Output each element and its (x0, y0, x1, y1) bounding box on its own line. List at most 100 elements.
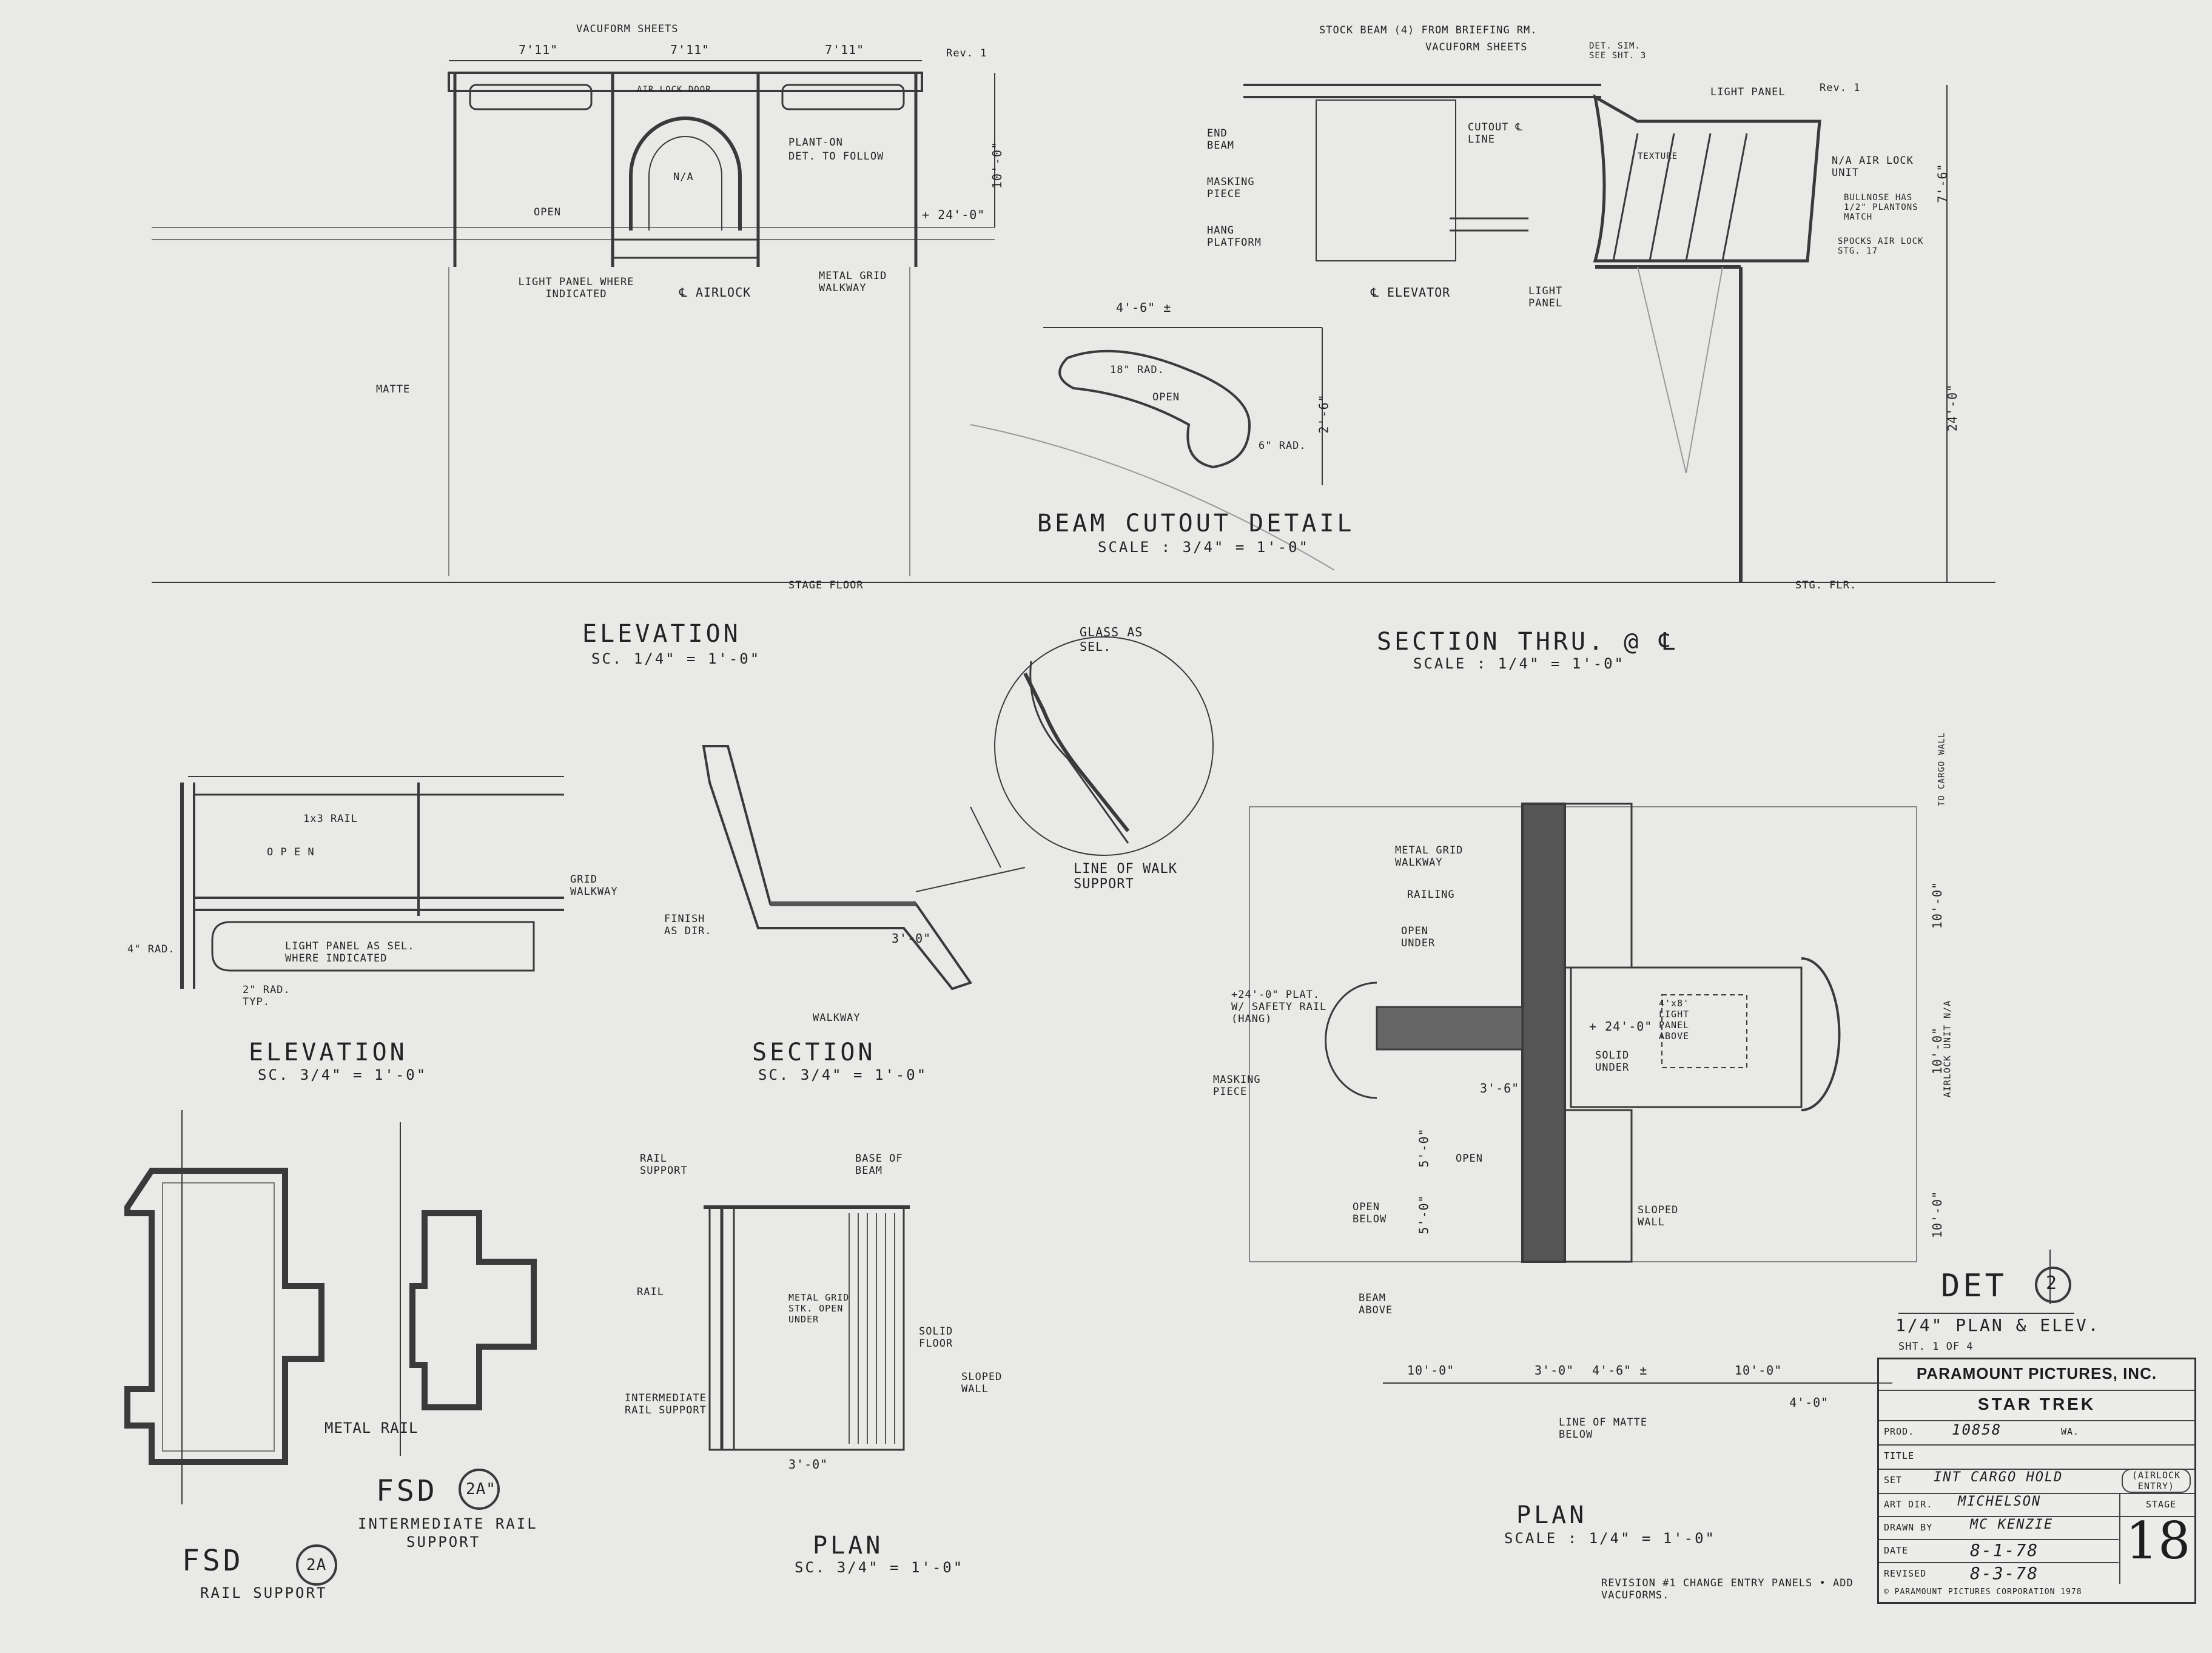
fsd-rail-title: FSD (182, 1544, 244, 1578)
plan-big-title: PLAN (1516, 1501, 1587, 1529)
beam-cutout-drawing (970, 327, 1335, 571)
tb-set-label: SET (1884, 1475, 1903, 1486)
label-rad-2-typ: 2" RAD. TYP. (243, 984, 291, 1008)
label-solid-under: SOLID UNDER (1595, 1049, 1630, 1074)
dim-7-11-c: 7'11" (825, 42, 865, 57)
tb-set-note: (AIRLOCK ENTRY) (2122, 1469, 2191, 1493)
label-stage-floor: STAGE FLOOR (788, 579, 864, 591)
dim-10-plan-a: 10'-0" (1407, 1363, 1455, 1378)
label-open-under: OPEN UNDER (1401, 925, 1436, 949)
plan-small-title: PLAN (813, 1532, 884, 1560)
label-solid-floor: SOLID FLOOR (919, 1325, 953, 1350)
tb-artdir-value: MICHELSON (1958, 1494, 2042, 1509)
label-light-panel-where: LIGHT PANEL WHERE INDICATED (518, 276, 634, 300)
det-num: 2 (2046, 1273, 2058, 1294)
section-thru-scale: SCALE : 1/4" = 1'-0" (1413, 655, 1625, 672)
fsd-inter-title: FSD (376, 1474, 438, 1508)
dim-7-6: 7'-6" (1935, 163, 1950, 203)
label-metal-rail: METAL RAIL (324, 1419, 419, 1436)
dim-24: 24'-0" (1945, 383, 1960, 432)
fsd-circle-rail (296, 1544, 337, 1586)
label-open-below: OPEN BELOW (1353, 1201, 1387, 1225)
fsd-intermediate-drawing (400, 1122, 537, 1456)
label-metal-grid-walkway-plan: METAL GRID WALKWAY (1395, 844, 1464, 869)
tb-drawn-label: DRAWN BY (1884, 1522, 1933, 1533)
label-metal-grid-walkway: METAL GRID WALKWAY (819, 270, 887, 294)
fsd-inter-num: 2a" (466, 1480, 496, 1498)
label-airlock-unit-na: AIRLOCK UNIT N/A (1941, 1000, 1953, 1098)
fsd-rail-num: 2a (306, 1556, 327, 1574)
label-open-beam: OPEN (1152, 391, 1180, 403)
fsd-inter-caption1: INTERMEDIATE RAIL (358, 1515, 538, 1532)
label-det-sim: DET. SIM. SEE SHT. 3 (1589, 41, 1647, 61)
label-rail-support: RAIL SUPPORT (640, 1153, 688, 1177)
label-light-panel-as-sel: LIGHT PANEL AS SEL. WHERE INDICATED (285, 940, 415, 965)
label-sloped-wall-small: SLOPED WALL (961, 1371, 1003, 1395)
dim-4-6-plan: 4'-6" ± (1592, 1363, 1648, 1378)
elevation-top-drawing (152, 60, 1007, 583)
tb-production: STAR TREK (1977, 1395, 2096, 1413)
label-rad-18: 18" RAD. (1110, 364, 1165, 376)
tb-stage-label: STAGE (2146, 1499, 2177, 1510)
label-1x3-rail: 1x3 RAIL (303, 813, 358, 825)
tb-prod-label: PROD. (1884, 1426, 1915, 1437)
tb-date-value: 8-1-78 (1970, 1540, 2039, 1560)
elevation-small-drawing (180, 776, 564, 989)
dim-2-6: 2'-6" (1316, 394, 1331, 434)
label-matte: MATTE (376, 383, 411, 396)
tb-title-label: TITLE (1884, 1450, 1915, 1461)
elevation-small-title: ELEVATION (249, 1039, 408, 1066)
tb-revised-value: 8-3-78 (1970, 1563, 2039, 1583)
dim-10-plan-v3: 10'-0" (1930, 1190, 1945, 1239)
tb-copyright: © PARAMOUNT PICTURES CORPORATION 1978 (1884, 1587, 2082, 1597)
det-subtitle: 1/4" PLAN & ELEV. (1895, 1315, 2100, 1335)
section-small-scale: SC. 3/4" = 1'-0" (758, 1066, 928, 1083)
elevation-top-title: ELEVATION (582, 620, 741, 648)
dim-5-0-a: 5'-0" (1416, 1128, 1431, 1168)
label-plant-on: PLANT-ON (788, 136, 843, 149)
dim-4-6: 4'-6" ± (1116, 300, 1172, 315)
tb-stage-value: 18 (2125, 1511, 2191, 1571)
tb-wa-label: WA. (2061, 1426, 2080, 1437)
label-light-panel-top: LIGHT PANEL (1710, 86, 1786, 98)
plan-small-drawing (704, 1205, 910, 1451)
elevation-top-scale: SC. 1/4" = 1'-0" (591, 650, 761, 667)
elevation-small-scale: SC. 3/4" = 1'-0" (258, 1066, 428, 1083)
beam-cutout-title: BEAM CUTOUT DETAIL (1037, 510, 1355, 537)
label-masking-piece: MASKING PIECE (1207, 176, 1255, 200)
dim-plus24: + 24'-0" (922, 207, 986, 222)
label-glass-as-sel: GLASS AS SEL. (1080, 625, 1143, 654)
label-bullnose: BULLNOSE HAS 1/2" PLANTONS MATCH (1844, 193, 1918, 222)
dim-10-plan-v1: 10'-0" (1930, 881, 1945, 929)
det-label: DET (1941, 1268, 2007, 1304)
title-block: PARAMOUNT PICTURES, INC. STAR TREK PROD.… (1877, 1358, 2196, 1604)
label-open-plan: OPEN (1456, 1153, 1483, 1165)
plan-big-drawing (1249, 803, 1917, 1384)
label-masking-piece-plan: MASKING PIECE (1213, 1074, 1261, 1098)
label-rev1-right: Rev. 1 (1820, 82, 1861, 94)
tb-set-value: INT CARGO HOLD (1934, 1470, 2063, 1485)
dim-3-0-plan: 3'-0" (788, 1457, 829, 1472)
label-texture: TEXTURE (1638, 152, 1678, 161)
dim-7-11-a: 7'11" (519, 42, 559, 57)
label-det-to-follow: DET. TO FOLLOW (788, 150, 884, 163)
tb-prod-no: 10858 (1952, 1421, 2002, 1438)
label-to-cargo-wall: TO CARGO WALL (1937, 732, 1947, 807)
label-stock-beam: STOCK BEAM (4) FROM BRIEFING RM. (1319, 24, 1538, 36)
tb-drawn-value: MC KENZIE (1970, 1517, 2054, 1532)
label-na-air-lock-unit: N/A AIR LOCK UNIT (1832, 155, 1914, 179)
label-air-lock-door: AIR LOCK DOOR (637, 85, 711, 95)
plan-small-scale: SC. 3/4" = 1'-0" (795, 1559, 964, 1576)
label-light-panel-section: LIGHT PANEL (1528, 285, 1563, 309)
label-line-of-matte: LINE OF MATTE BELOW (1559, 1416, 1648, 1441)
label-o-p-e-n: O P E N (267, 846, 315, 858)
fsd-rail-support-drawing (124, 1110, 324, 1504)
section-thru-title: SECTION THRU. @ ℄ (1377, 628, 1678, 656)
label-rev1-top: Rev. 1 (946, 47, 987, 59)
label-metal-grid-stk: METAL GRID STK. OPEN UNDER (788, 1292, 850, 1325)
section-small-title: SECTION (752, 1039, 876, 1066)
dim-10-top: 10'-0" (990, 141, 1005, 189)
label-vacuform-sheets-2: VACUFORM SHEETS (1425, 41, 1528, 53)
dim-plus24-plan: + 24'-0" (1589, 1019, 1653, 1034)
